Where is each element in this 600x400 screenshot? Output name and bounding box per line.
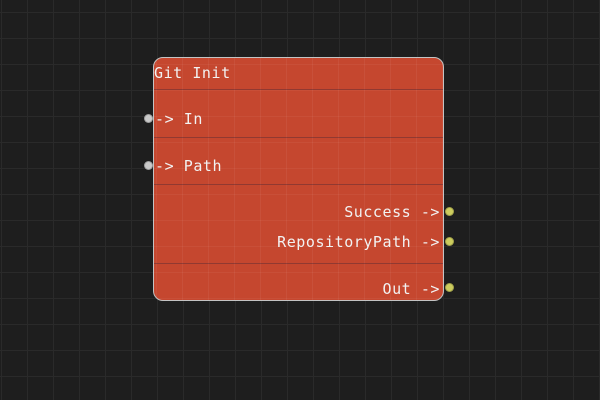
node-row-divider	[154, 184, 443, 185]
input-port-label-in: -> In	[155, 110, 203, 128]
output-port-label-success: Success ->	[344, 203, 440, 221]
node-git-init[interactable]: Git Init -> In -> Path Success -> Reposi…	[153, 57, 444, 301]
node-row-divider	[154, 137, 443, 138]
output-port-label-out: Out ->	[382, 280, 440, 298]
node-row-divider	[154, 263, 443, 264]
output-port-dot-repositorypath[interactable]	[445, 237, 454, 246]
node-title[interactable]: Git Init	[154, 64, 231, 82]
input-port-label-path: -> Path	[155, 157, 223, 175]
input-port-dot-path[interactable]	[144, 161, 153, 170]
output-port-dot-success[interactable]	[445, 207, 454, 216]
output-port-label-repositorypath: RepositoryPath ->	[277, 233, 440, 251]
output-port-dot-out[interactable]	[445, 283, 454, 292]
input-port-dot-in[interactable]	[144, 114, 153, 123]
node-row-divider	[154, 89, 443, 90]
